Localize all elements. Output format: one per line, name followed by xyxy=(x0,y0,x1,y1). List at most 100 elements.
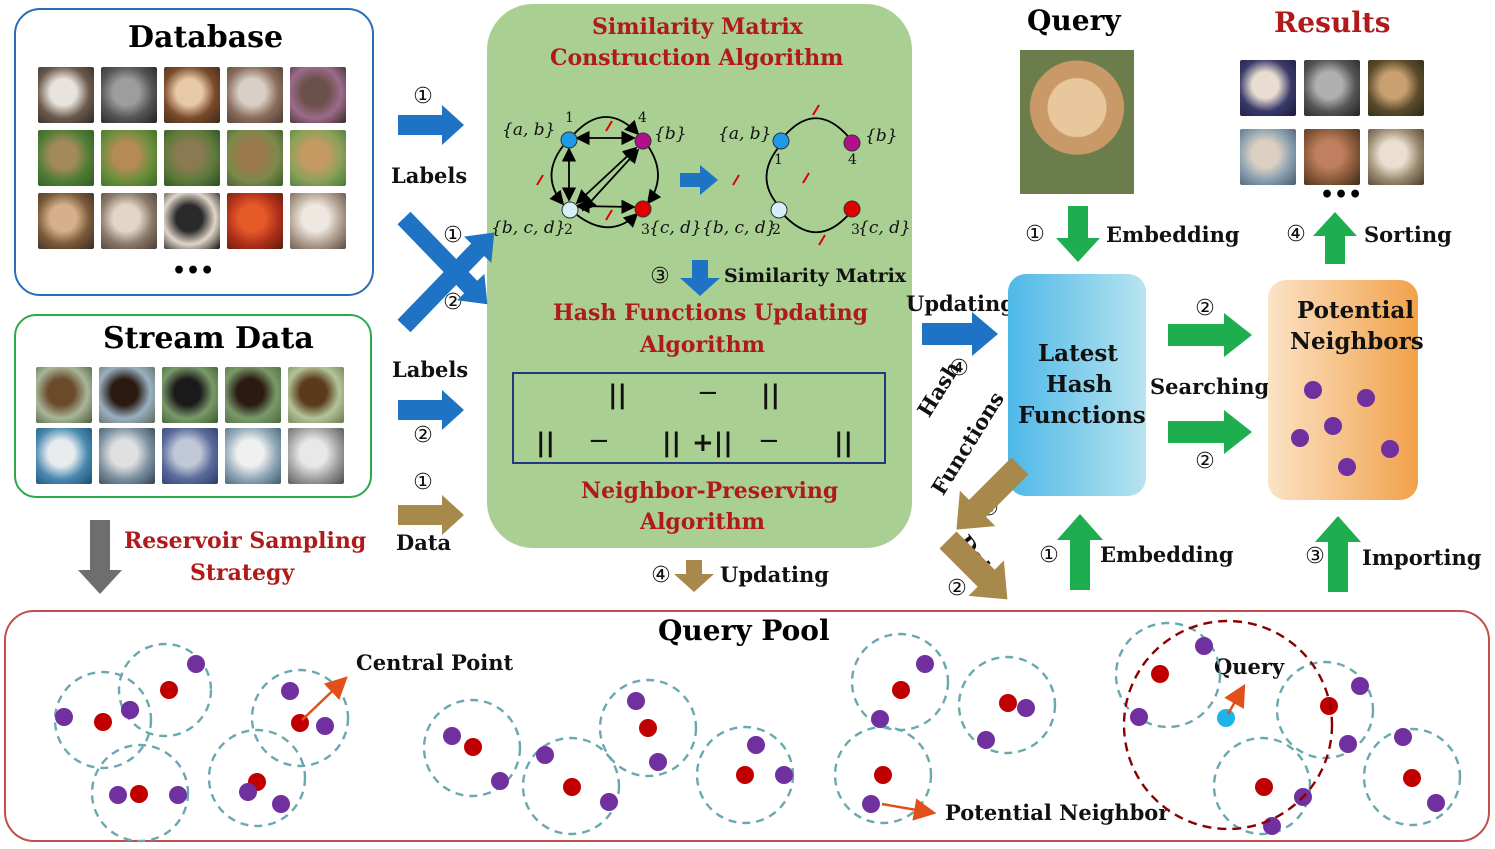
database-thumb-3-2 xyxy=(101,193,157,249)
neighbor-point-3-1 xyxy=(109,786,127,804)
neighbor-preserving-title-line2: Algorithm xyxy=(640,509,765,535)
graph-left-set-2: {b, c, d} xyxy=(491,218,566,238)
importing-arrow xyxy=(1315,516,1361,592)
graph2-node-2 xyxy=(770,201,788,219)
neighbor-point-10-1 xyxy=(916,655,934,673)
neighbor-point-13-1 xyxy=(1195,637,1213,655)
cluster-circle-14 xyxy=(1275,660,1375,760)
query-search-circle xyxy=(1122,619,1334,831)
database-panel xyxy=(14,8,374,296)
graph-edge-2-4b xyxy=(581,148,640,212)
result-thumb-2-2 xyxy=(1304,129,1360,185)
database-title: Database xyxy=(128,20,284,55)
graph-left-id-4: 4 xyxy=(638,110,647,126)
neighbor-point-16-2 xyxy=(1427,794,1445,812)
neighbor-point-6-1 xyxy=(443,727,461,745)
graph-node-4 xyxy=(634,132,652,150)
cross-number-1: ① xyxy=(443,223,463,248)
data-diagonal-number: ② xyxy=(947,576,967,601)
graph-node-3 xyxy=(634,200,652,218)
stream-data-panel xyxy=(14,314,372,498)
graph2-arc-left xyxy=(765,147,779,206)
graph-tick-7 xyxy=(802,172,810,184)
graph2-node-4 xyxy=(843,134,861,152)
neighbor-point-5-1 xyxy=(281,682,299,700)
graph2-arc-top xyxy=(780,117,853,142)
importing-number: ③ xyxy=(1305,544,1325,569)
below-green-updating-label: Updating xyxy=(720,562,829,587)
formula-bottom-1: || xyxy=(536,428,555,458)
labels-bottom-number: ② xyxy=(413,423,433,448)
query-pool-panel xyxy=(4,610,1490,842)
hash-updating-title-line2: Algorithm xyxy=(640,332,765,358)
formula-top-2: − xyxy=(697,378,719,408)
similarity-matrix-label: Similarity Matrix xyxy=(724,265,907,287)
cluster-circle-1 xyxy=(53,670,153,770)
neighbor-point-4-2 xyxy=(272,795,290,813)
potential-line1: Potential xyxy=(1297,297,1414,324)
graph-tick-3 xyxy=(605,209,613,221)
reservoir-line2: Strategy xyxy=(190,560,295,586)
stream-thumb-2-3 xyxy=(162,428,218,484)
graph2-node-1 xyxy=(772,132,790,150)
cluster-circle-2 xyxy=(117,642,213,738)
database-thumb-2-1 xyxy=(38,130,94,186)
similarity-matrix-arrow xyxy=(680,260,720,296)
neighbor-point-1-1 xyxy=(55,708,73,726)
neighbor-point-11-1 xyxy=(1017,699,1035,717)
graph-node-2 xyxy=(561,201,579,219)
formula-bottom-6: || xyxy=(834,428,853,458)
similarity-title-line1: Similarity Matrix xyxy=(592,14,803,40)
potential-neighbor-dot-4 xyxy=(1324,417,1342,435)
data-arrow xyxy=(398,495,464,535)
central-point-12 xyxy=(874,766,892,784)
potential-neighbor-label: Potential Neighbor xyxy=(945,800,1170,825)
formula-bottom-2: − xyxy=(588,426,610,456)
stream-thumb-1-3 xyxy=(162,367,218,423)
graph-left-set-4: {b} xyxy=(654,124,687,144)
potential-neighbor-pointer xyxy=(881,798,937,821)
potential-neighbor-dot-6 xyxy=(1338,458,1356,476)
database-thumb-1-2 xyxy=(101,67,157,123)
neighbor-point-8-2 xyxy=(649,753,667,771)
database-thumb-2-3 xyxy=(164,130,220,186)
result-thumb-2-1 xyxy=(1240,129,1296,185)
graph-right-id-4: 4 xyxy=(848,152,857,168)
graph-tick-1 xyxy=(605,120,613,132)
sorting-number: ④ xyxy=(1286,222,1306,247)
result-thumb-1-2 xyxy=(1304,60,1360,116)
bottom-embedding-arrow xyxy=(1057,514,1103,590)
central-point-label: Central Point xyxy=(356,650,514,675)
result-thumb-1-3 xyxy=(1368,60,1424,116)
graph-right-id-3: 3 xyxy=(851,222,860,238)
database-thumb-3-3 xyxy=(164,193,220,249)
graph-arc-left xyxy=(549,145,565,206)
formula-top-1: || xyxy=(608,380,627,410)
neighbor-point-16-1 xyxy=(1394,728,1412,746)
below-green-updating-arrow xyxy=(674,560,714,592)
central-point-2 xyxy=(160,681,178,699)
central-point-15 xyxy=(1255,778,1273,796)
labels-top-number: ① xyxy=(413,84,433,109)
cluster-circle-16 xyxy=(1362,727,1462,827)
pool-query-label: Query xyxy=(1214,654,1285,679)
graph-tick-5 xyxy=(812,104,820,116)
results-ellipsis: ••• xyxy=(1320,182,1363,208)
search-number-top: ② xyxy=(1195,296,1215,321)
database-thumb-3-5 xyxy=(290,193,346,249)
neighbor-point-13-2 xyxy=(1130,708,1148,726)
graph-arc-top xyxy=(573,116,640,136)
graph-right-set-3: {c, d} xyxy=(858,218,911,238)
latest-line1: Latest xyxy=(1038,340,1118,367)
data-diagonal-arrow xyxy=(939,531,1008,600)
neighbor-point-4-1 xyxy=(239,783,257,801)
stream-thumb-2-1 xyxy=(36,428,92,484)
query-embedding-label: Embedding xyxy=(1106,222,1240,247)
graph-right-set-1: {a, b} xyxy=(718,124,772,144)
potential-neighbor-dot-3 xyxy=(1291,429,1309,447)
neighbor-point-7-2 xyxy=(600,793,618,811)
cross-number-2: ② xyxy=(443,290,463,315)
database-thumb-3-4 xyxy=(227,193,283,249)
central-point-11 xyxy=(999,694,1017,712)
latest-hash-functions-box xyxy=(1008,274,1146,496)
